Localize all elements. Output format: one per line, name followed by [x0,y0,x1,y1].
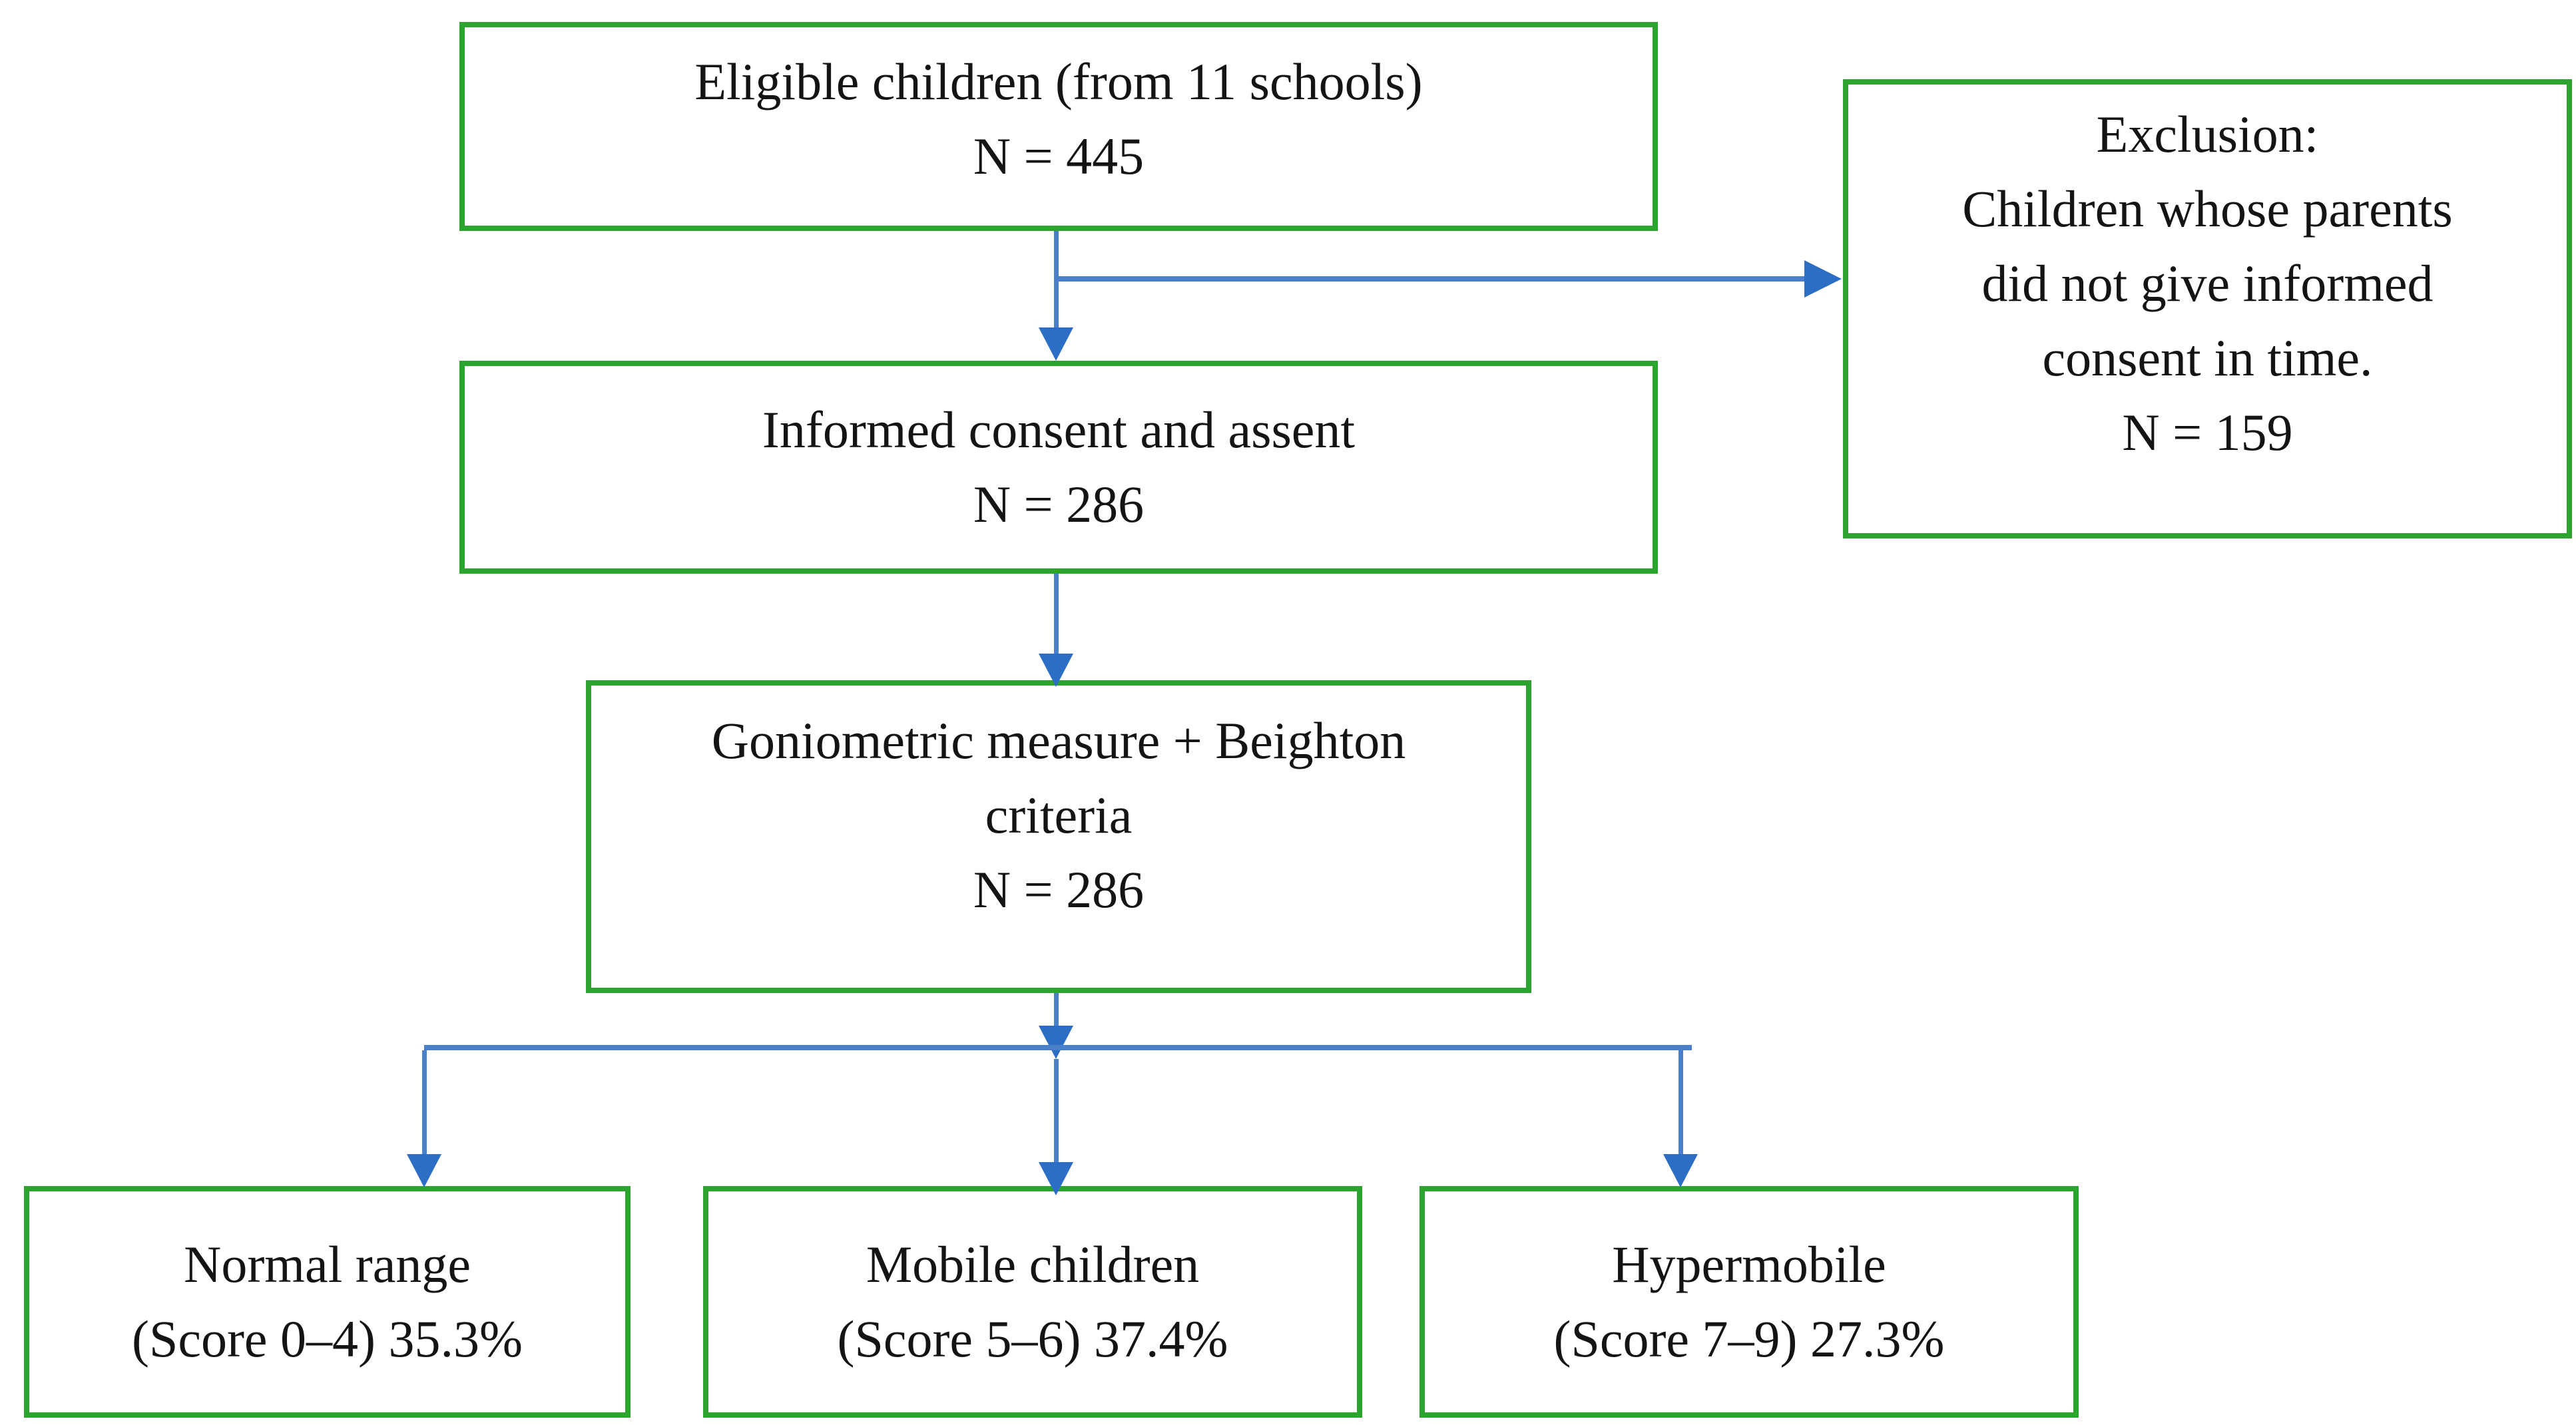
node-eligible-count: N = 445 [973,127,1145,185]
node-goniometric-line2: criteria [985,786,1133,844]
arrowhead-down-normal-icon [407,1154,441,1187]
node-normal-range: Normal range (Score 0–4) 35.3% [24,1186,631,1418]
node-informed-consent: Informed consent and assent N = 286 [459,361,1658,574]
node-mobile-line1: Mobile children [866,1235,1200,1293]
arrowhead-down-hypermobile-icon [1663,1154,1698,1187]
connector-branch-to-normal [422,1050,427,1155]
node-exclusion: Exclusion: Children whose parents did no… [1843,79,2572,538]
node-exclusion-line3: did not give informed [1981,254,2434,312]
node-exclusion-line2: Children whose parents [1962,180,2453,238]
node-goniometric-beighton: Goniometric measure + Beighton criteria … [586,680,1531,993]
node-exclusion-count: N = 159 [2122,403,2293,461]
connector-branch-to-exclusion [1056,276,1804,282]
node-exclusion-line4: consent in time. [2042,329,2373,387]
node-mobile-score: (Score 5–6) 37.4% [837,1310,1228,1368]
connector-goniometric-to-branch [1054,993,1059,1028]
node-hypermobile: Hypermobile (Score 7–9) 27.3% [1419,1186,2079,1418]
connector-branch-horizontal [424,1045,1692,1050]
arrowhead-down-goniometric-icon [1039,654,1073,687]
node-eligible-line1: Eligible children (from 11 schools) [694,53,1423,110]
arrowhead-right-exclusion-icon [1804,260,1842,298]
node-eligible-children: Eligible children (from 11 schools) N = … [459,22,1658,231]
node-normal-score: (Score 0–4) 35.3% [131,1310,523,1368]
connector-branch-to-mobile [1054,1059,1059,1163]
connector-consent-to-goniometric [1054,574,1059,655]
connector-branch-to-hypermobile [1678,1050,1683,1155]
node-normal-line1: Normal range [184,1235,471,1293]
arrowhead-down-mobile-icon [1039,1162,1073,1195]
arrowhead-down-branch-junction-icon [1039,1026,1073,1059]
node-goniometric-count: N = 286 [973,861,1145,918]
arrowhead-down-consent-icon [1039,327,1073,361]
node-mobile-children: Mobile children (Score 5–6) 37.4% [703,1186,1362,1418]
node-hypermobile-line1: Hypermobile [1612,1235,1886,1293]
node-goniometric-line1: Goniometric measure + Beighton [711,712,1406,769]
node-hypermobile-score: (Score 7–9) 27.3% [1553,1310,1945,1368]
node-consent-count: N = 286 [973,475,1145,533]
node-consent-line1: Informed consent and assent [762,401,1356,459]
node-exclusion-title: Exclusion: [2096,105,2319,163]
